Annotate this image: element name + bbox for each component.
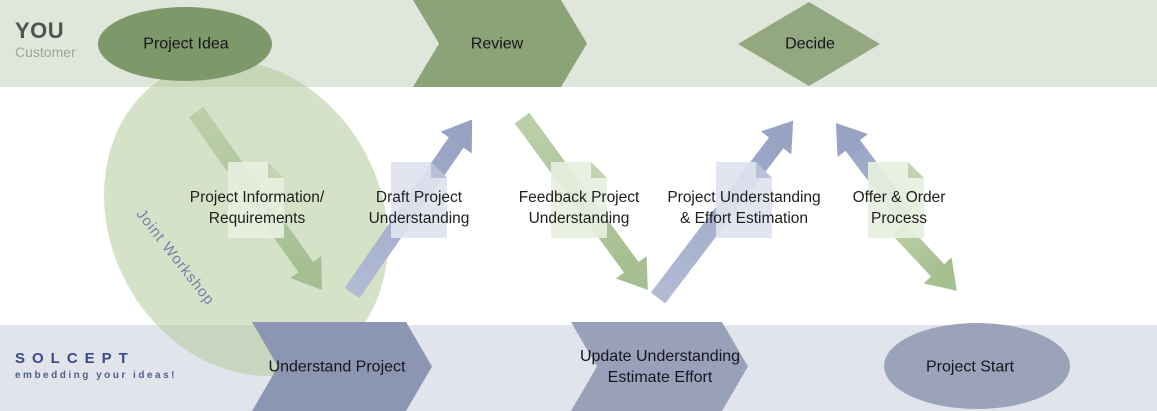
update-understanding-chevron <box>571 322 748 411</box>
decide-label: Decide <box>785 35 835 53</box>
update-understanding-label: Update Understanding Estimate Effort <box>579 348 741 386</box>
customer-lane-subtitle: Customer <box>15 44 76 60</box>
document-label: Project Understanding & Effort Estimatio… <box>667 189 821 227</box>
understand-project-label: Understand Project <box>268 358 406 376</box>
project-idea-label: Project Idea <box>143 35 229 53</box>
document-icon <box>868 162 924 238</box>
solcept-tagline: embedding your ideas! <box>15 370 177 381</box>
document-icon <box>551 162 607 238</box>
review-label: Review <box>470 35 524 53</box>
project-idea-ellipse <box>98 7 272 81</box>
document-icon <box>391 162 447 238</box>
solcept-logo: SOLCEPT <box>15 350 135 367</box>
document-label: Offer & Order Process <box>852 189 946 227</box>
customer-lane-title: YOU <box>15 18 65 43</box>
review-chevron <box>413 0 587 87</box>
project-start-ellipse <box>884 323 1070 409</box>
understand-project-chevron <box>252 322 432 411</box>
document-icon <box>228 162 284 238</box>
document-label: Draft Project Understanding <box>368 189 470 227</box>
project-start-label: Project Start <box>925 358 1015 376</box>
document-label: Project Information/ Requirements <box>189 189 325 227</box>
document-label: Feedback Project Understanding <box>518 189 640 227</box>
document-icon <box>716 162 772 238</box>
